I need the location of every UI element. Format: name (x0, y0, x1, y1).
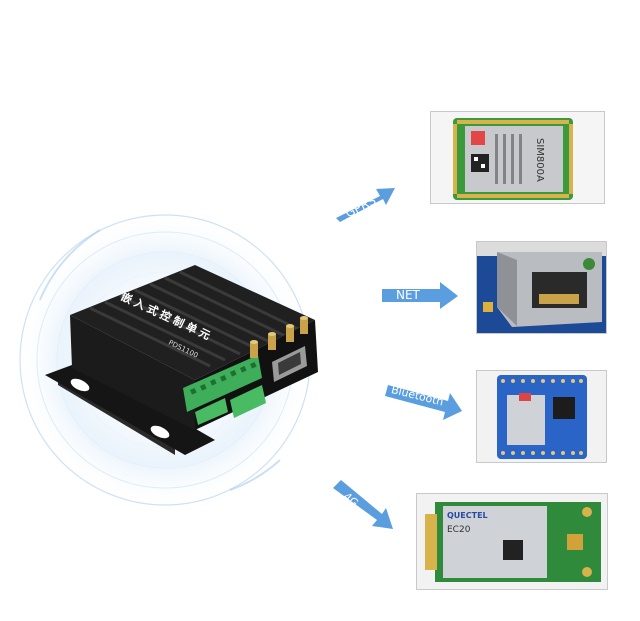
net-label: NET (396, 288, 420, 302)
mounting-hole (70, 378, 90, 392)
serial-port (272, 346, 307, 382)
bluetooth-arrow (385, 385, 462, 420)
gprs-chip-label: SIM800A (534, 138, 545, 182)
mounting-hole (150, 425, 170, 439)
device-title-char: 元 (197, 326, 213, 343)
terminal-block (183, 355, 266, 425)
bluetooth-module-photo (476, 370, 607, 463)
gprs-arrow (336, 188, 395, 222)
4g-chip-brand: QUECTEL (447, 511, 488, 520)
4g-arrow (333, 480, 393, 529)
gprs-module-photo: SIM800A (430, 111, 605, 204)
net-module-photo (476, 241, 607, 334)
device-title-char: 入 (132, 296, 148, 313)
antenna-connectors (250, 316, 308, 358)
4g-module-photo: QUECTEL EC20 (416, 493, 608, 590)
net-arrow (382, 282, 458, 309)
4g-chip-model: EC20 (447, 525, 471, 535)
